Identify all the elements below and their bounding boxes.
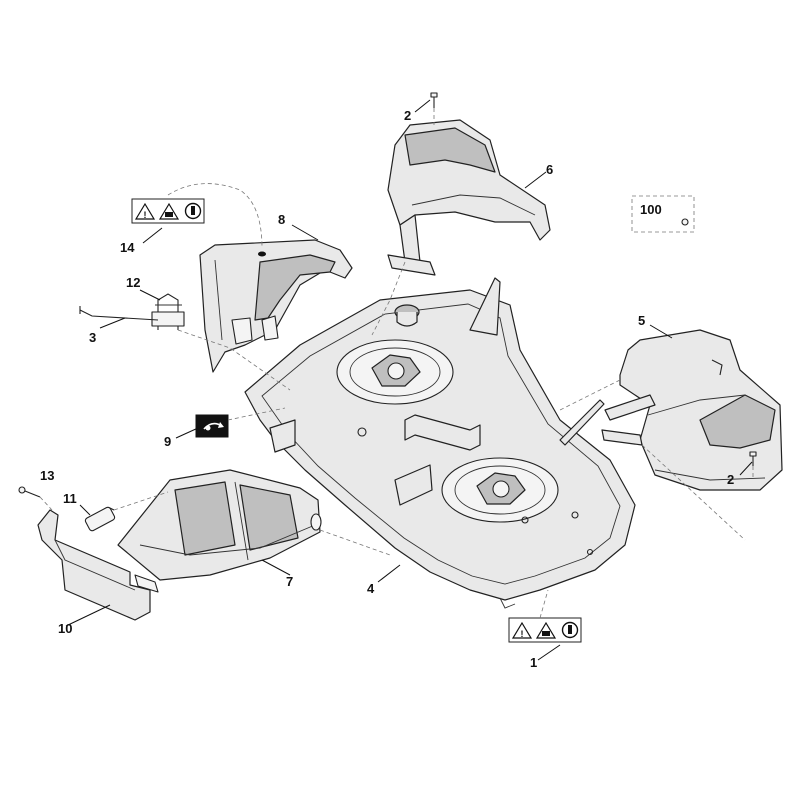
svg-text:!: ! [521, 629, 524, 639]
clip-part-12 [151, 293, 185, 330]
callout-5: 5 [638, 313, 645, 328]
mower-deck-part-4 [244, 277, 636, 609]
callout-2-top: 2 [404, 108, 411, 123]
callout-100: 100 [640, 202, 662, 217]
warning-triangle-icon: ! [511, 621, 533, 639]
rear-cover-part-5 [601, 329, 783, 491]
svg-text:!: ! [144, 210, 147, 220]
callout-12: 12 [126, 275, 140, 290]
screw-part-13 [18, 486, 41, 498]
side-deflector-part-8 [199, 239, 353, 373]
callout-6: 6 [546, 162, 553, 177]
rear-duct-part-7 [117, 469, 322, 581]
bracket-part-10 [37, 509, 159, 621]
callout-3: 3 [89, 330, 96, 345]
warning-label-part-14: ! [131, 198, 205, 224]
callout-7: 7 [286, 574, 293, 589]
keep-hands-away-icon [561, 621, 579, 639]
callout-8: 8 [278, 212, 285, 227]
callout-9: 9 [164, 434, 171, 449]
screw-part-2-top [430, 92, 438, 108]
upper-cover-part-6 [387, 119, 551, 276]
callout-1: 1 [530, 655, 537, 670]
callout-2-rear: 2 [727, 472, 734, 487]
warning-label-part-1: ! [508, 617, 582, 643]
callout-labels: 2 6 8 14 12 3 5 100 9 2 13 11 4 7 10 1 [40, 108, 734, 670]
read-manual-icon [535, 621, 557, 639]
callout-leaders [65, 99, 753, 661]
warning-triangle-icon: ! [134, 202, 156, 220]
spring-part-11 [84, 506, 116, 532]
hardware-kit-part-100 [631, 195, 695, 233]
callout-4: 4 [367, 581, 375, 596]
rod-part-3 [79, 306, 159, 321]
callout-10: 10 [58, 621, 72, 636]
callout-14: 14 [120, 240, 135, 255]
blade-rotation-decal-part-9 [195, 414, 229, 438]
callout-11: 11 [63, 491, 77, 506]
blade-rotation-decal-icon [203, 422, 224, 431]
screw-part-2-rear [749, 451, 757, 466]
keep-hands-away-icon [184, 202, 202, 220]
callout-13: 13 [40, 468, 54, 483]
read-manual-icon [158, 202, 180, 220]
assembly-guide-lines [39, 108, 754, 619]
